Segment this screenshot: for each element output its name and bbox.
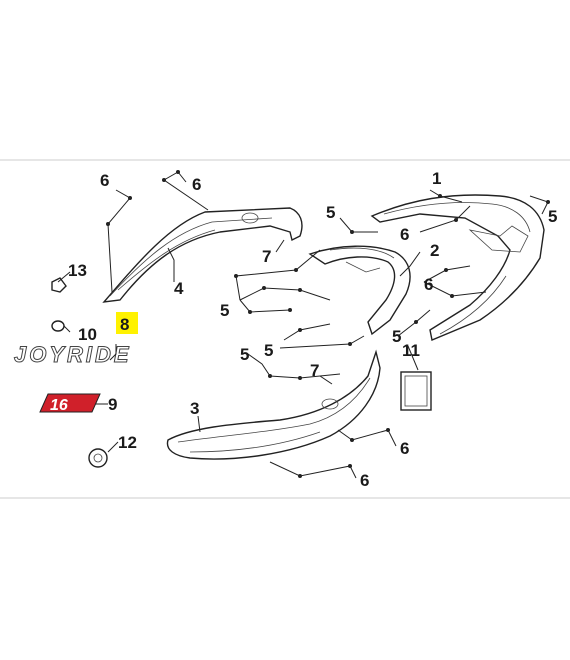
part-8-joyride-emblem: JOYRIDE xyxy=(14,342,132,368)
callout-7: 7 xyxy=(310,361,319,380)
part-1-rear-cowl xyxy=(370,194,545,341)
brand-emblem-text: JOYRIDE xyxy=(14,342,132,367)
callout-6: 6 xyxy=(360,471,369,490)
callout-5: 5 xyxy=(392,327,401,346)
callout-10: 10 xyxy=(78,325,97,344)
callout-5: 5 xyxy=(264,341,273,360)
callout-13: 13 xyxy=(68,261,87,280)
callout-5: 5 xyxy=(220,301,229,320)
callout-1: 1 xyxy=(432,169,441,188)
callout-2: 2 xyxy=(430,241,439,260)
part-4-left-side-cover xyxy=(102,207,303,303)
callout-6: 6 xyxy=(400,225,409,244)
part-12-nut xyxy=(88,448,108,468)
part-13-clip xyxy=(51,277,67,293)
callout-6: 6 xyxy=(424,275,433,294)
fastener-dots xyxy=(106,170,550,478)
part-9-badge: 16 xyxy=(39,393,101,414)
part-11-label-sticker xyxy=(400,371,432,411)
part-11-label-inner xyxy=(404,375,428,407)
part-3-lower-side-cover xyxy=(166,349,381,460)
callout-7: 7 xyxy=(262,247,271,266)
badge-text: 16 xyxy=(50,397,68,414)
callout-5: 5 xyxy=(240,345,249,364)
callout-12: 12 xyxy=(118,433,137,452)
callout-3: 3 xyxy=(190,399,199,418)
callout-9: 9 xyxy=(108,395,117,414)
callout-6: 6 xyxy=(100,171,109,190)
callout-6: 6 xyxy=(400,439,409,458)
part-10-grommet xyxy=(51,320,65,332)
part-2-seat-cover xyxy=(308,245,411,336)
callout-6: 6 xyxy=(192,175,201,194)
callout-5: 5 xyxy=(326,203,335,222)
callout-8: 8 xyxy=(120,315,129,334)
callout-8-highlight xyxy=(116,312,138,334)
callout-5: 5 xyxy=(548,207,557,226)
callout-4: 4 xyxy=(174,279,184,298)
callout-11: 11 xyxy=(402,341,420,360)
